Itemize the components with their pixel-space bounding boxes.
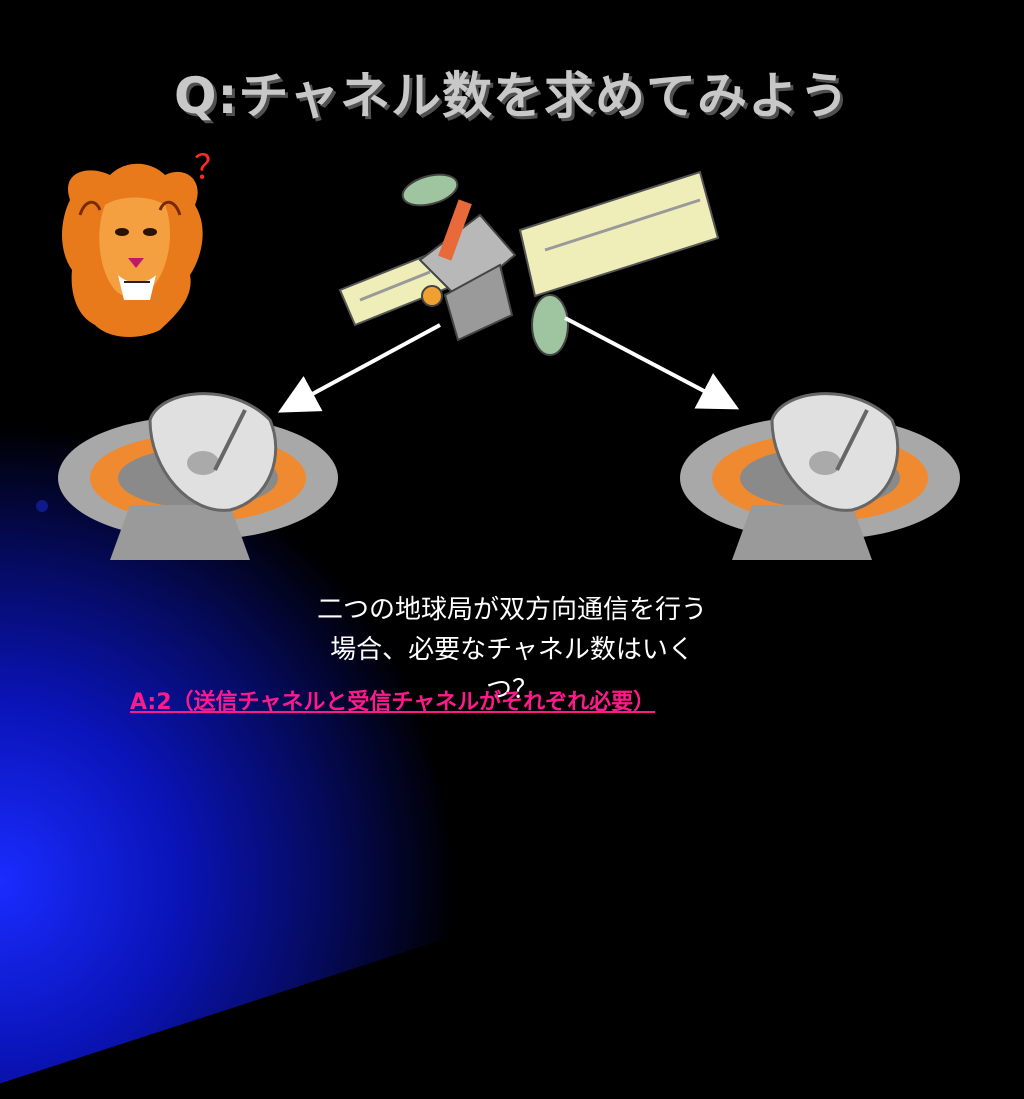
question-mark: ？ xyxy=(194,148,228,188)
corner-dot xyxy=(36,500,48,512)
lion-icon xyxy=(62,163,203,337)
answer-text: A:2（送信チャネルと受信チャネルがそれぞれ必要） xyxy=(130,690,656,715)
question-text: 二つの地球局が双方向通信を行う 場合、必要なチャネル数はいく つ？ xyxy=(262,590,762,710)
slide-title: Q:チャネル数を求めてみよう xyxy=(174,67,850,125)
satellite-icon xyxy=(338,170,720,356)
question-line: つ？ xyxy=(485,675,538,705)
question-line: 場合、必要なチャネル数はいく xyxy=(330,635,694,665)
arrow-icon xyxy=(277,316,740,413)
dish-antenna-icon xyxy=(680,392,960,560)
question-line: 二つの地球局が双方向通信を行う xyxy=(316,595,707,625)
dish-antenna-icon xyxy=(58,392,338,560)
illustration xyxy=(58,163,960,560)
